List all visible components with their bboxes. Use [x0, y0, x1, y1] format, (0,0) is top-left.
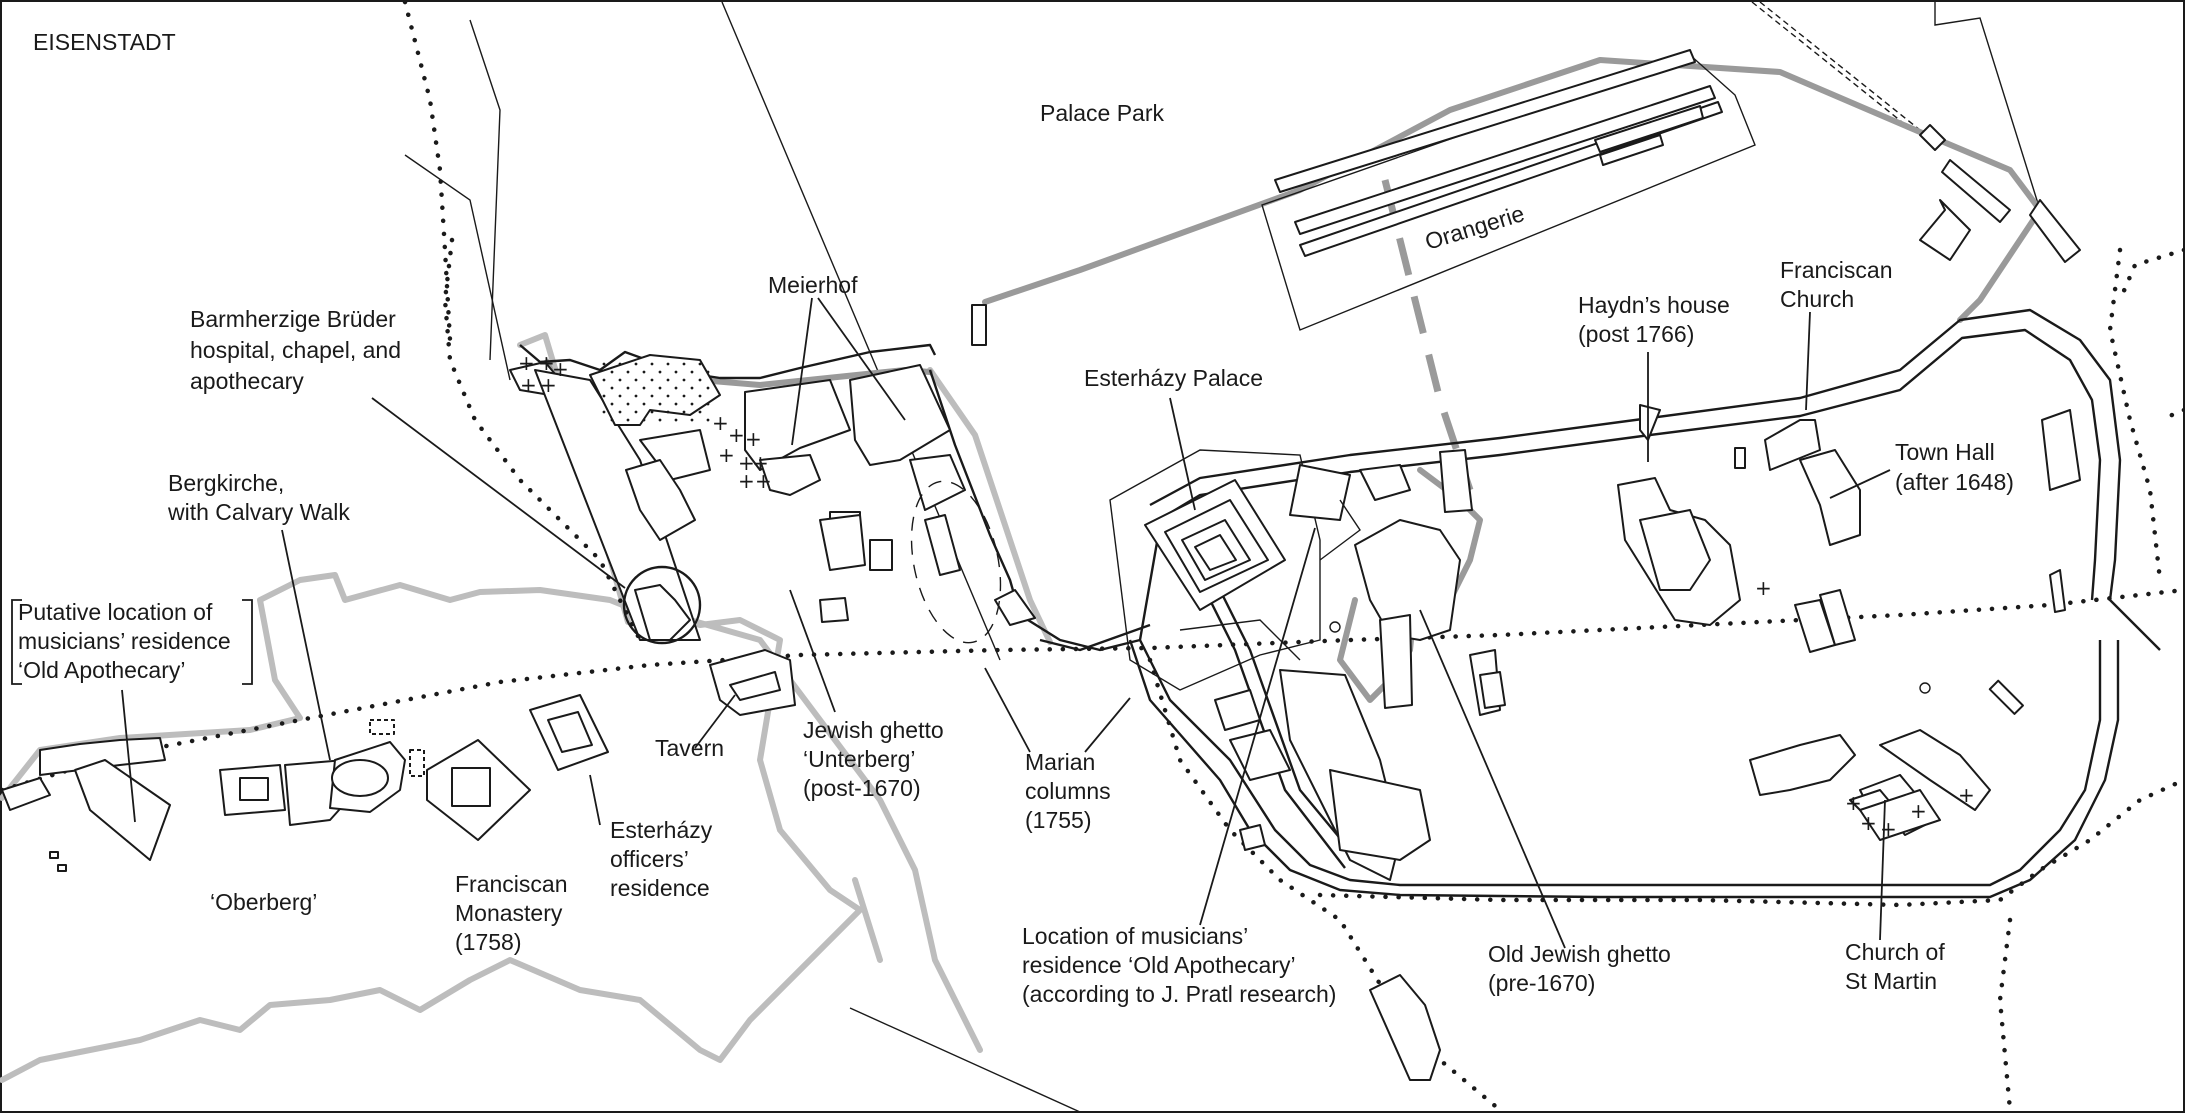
- label-location-line2: residence ‘Old Apothecary’: [1022, 952, 1296, 978]
- svg-text:+: +: [712, 411, 729, 435]
- label-marian-line1: Marian: [1025, 749, 1095, 775]
- western-buildings: [509, 354, 1036, 716]
- map-labels: EISENSTADT Palace Park Orangerie Meierho…: [18, 29, 2014, 1007]
- svg-text:+: +: [738, 469, 755, 493]
- label-officers-line2: officers’: [610, 846, 689, 872]
- svg-text:+: +: [552, 357, 569, 381]
- label-oberberg: ‘Oberberg’: [210, 889, 317, 915]
- label-bruder-line2: hospital, chapel, and: [190, 337, 401, 363]
- svg-text:+: +: [540, 373, 557, 397]
- label-bergkirche-line2: with Calvary Walk: [167, 499, 350, 525]
- label-jewish-ghetto-line2: ‘Unterberg’: [803, 746, 916, 772]
- svg-text:+: +: [755, 469, 772, 493]
- svg-text:+: +: [1860, 811, 1877, 835]
- svg-text:+: +: [1845, 791, 1862, 815]
- label-jewish-ghetto-line3: (post-1670): [803, 775, 921, 801]
- svg-text:+: +: [728, 423, 745, 447]
- svg-text:+: +: [1958, 783, 1975, 807]
- svg-text:+: +: [752, 451, 769, 475]
- label-putative-line2: musicians’ residence: [18, 628, 231, 654]
- svg-text:+: +: [1755, 576, 1772, 600]
- label-franciscan-monastery-line3: (1758): [455, 929, 521, 955]
- label-putative-line1: Putative location of: [18, 599, 213, 625]
- label-marian-line3: (1755): [1025, 807, 1091, 833]
- eastern-buildings: [1329, 404, 2081, 841]
- label-st-martin-line1: Church of: [1845, 939, 1945, 965]
- svg-text:+: +: [518, 351, 535, 375]
- label-old-ghetto-line2: (pre-1670): [1488, 970, 1595, 996]
- label-officers-line3: residence: [610, 875, 710, 901]
- label-putative-line3: ‘Old Apothecary’: [18, 657, 185, 683]
- svg-text:+: +: [738, 451, 755, 475]
- label-town-hall-line1: Town Hall: [1895, 439, 1995, 465]
- svg-text:+: +: [718, 443, 735, 467]
- label-franciscan-monastery-line1: Franciscan: [455, 871, 567, 897]
- label-haydn-line2: (post 1766): [1578, 321, 1694, 347]
- svg-text:+: +: [538, 351, 555, 375]
- bergkirche-area: [1, 694, 609, 872]
- label-bruder-line1: Barmherzige Brüder: [190, 306, 396, 332]
- label-location-line3: (according to J. Pratl research): [1022, 981, 1336, 1007]
- label-st-martin-line2: St Martin: [1845, 968, 1937, 994]
- label-tavern: Tavern: [655, 735, 724, 761]
- label-bergkirche-line1: Bergkirche,: [168, 470, 284, 496]
- label-haydn-line1: Haydn’s house: [1578, 292, 1730, 318]
- label-officers-line1: Esterházy: [610, 817, 713, 843]
- svg-text:+: +: [1880, 817, 1897, 841]
- label-franciscan-monastery-line2: Monastery: [455, 900, 563, 926]
- label-bruder-line3: apothecary: [190, 368, 304, 394]
- label-palace-park: Palace Park: [1040, 100, 1165, 126]
- label-franciscan-church-line1: Franciscan: [1780, 257, 1892, 283]
- leader-lines: [121, 297, 1891, 949]
- svg-text:+: +: [745, 427, 762, 451]
- putative-bracket: [11, 599, 253, 685]
- label-franciscan-church-line2: Church: [1780, 286, 1854, 312]
- label-esterhazy-palace: Esterházy Palace: [1084, 365, 1263, 391]
- label-meierhof: Meierhof: [768, 272, 858, 298]
- label-marian-line2: columns: [1025, 778, 1111, 804]
- palace-complex: [1109, 449, 1473, 1081]
- svg-text:+: +: [520, 373, 537, 397]
- orangerie-complex: [971, 49, 2081, 346]
- label-location-line1: Location of musicians’: [1022, 923, 1248, 949]
- cross-symbols: + + + + + + + + + + + + + + + + + + +: [518, 351, 1975, 841]
- label-town-hall-line2: (after 1648): [1895, 469, 2014, 495]
- label-jewish-ghetto-line1: Jewish ghetto: [803, 717, 944, 743]
- label-old-ghetto-line1: Old Jewish ghetto: [1488, 941, 1671, 967]
- map-title: EISENSTADT: [33, 29, 176, 55]
- svg-text:+: +: [1910, 799, 1927, 823]
